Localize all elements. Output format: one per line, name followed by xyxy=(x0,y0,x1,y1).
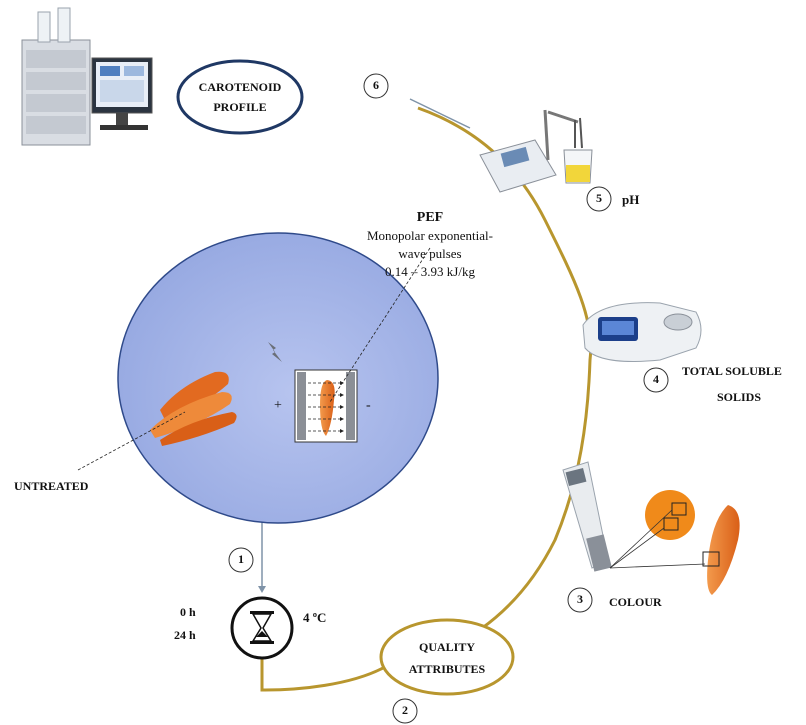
step-4-circle xyxy=(643,367,669,393)
pef-treatment-chamber xyxy=(294,369,358,443)
step-4-number: 4 xyxy=(653,372,659,386)
step-2-circle xyxy=(392,698,418,724)
arrow-down xyxy=(258,586,266,593)
step-3-number: 3 xyxy=(577,592,583,606)
colorimeter-image xyxy=(562,461,612,572)
lightning-icon xyxy=(268,342,282,362)
storage-hourglass-circle xyxy=(230,596,294,660)
step-5-circle xyxy=(586,186,612,212)
pef-line2: wave pulses xyxy=(398,246,462,261)
quality-label-line2: ATTRIBUTES xyxy=(408,662,486,676)
untreated-carrots-image xyxy=(150,371,237,446)
step-6-circle xyxy=(363,73,389,99)
pef-line1: Monopolar exponential- xyxy=(367,228,493,243)
carrot-zoom-box xyxy=(702,551,720,567)
carotenoid-label-line2: PROFILE xyxy=(213,100,267,114)
tss-label-line2: SOLIDS xyxy=(717,390,762,404)
swatch-zoom-box-2 xyxy=(663,517,679,531)
hourglass-icon xyxy=(250,611,274,644)
hplc-instrument-image xyxy=(21,7,153,146)
untreated-pointer-line xyxy=(77,411,186,471)
step-1-number: 1 xyxy=(238,552,244,566)
storage-temperature: 4 ºC xyxy=(303,610,327,625)
chamber-minus-sign: - xyxy=(366,398,371,413)
pef-pointer-line xyxy=(329,247,431,403)
colour-swatch xyxy=(645,490,695,540)
refractometer-image xyxy=(582,302,702,362)
step-6-number: 6 xyxy=(373,78,379,92)
swatch-zoom-box-1 xyxy=(671,502,687,516)
storage-time-24h: 24 h xyxy=(174,628,196,642)
quality-attributes-oval xyxy=(379,618,515,696)
carrot-colour-image xyxy=(707,505,740,595)
step-3-circle xyxy=(567,587,593,613)
step-1-circle xyxy=(228,547,254,573)
tss-label-line1: TOTAL SOLUBLE xyxy=(682,364,782,378)
colour-label: COLOUR xyxy=(609,595,662,609)
chamber-plus-sign: + xyxy=(274,398,282,413)
pef-title: PEF xyxy=(416,210,444,225)
step-circles xyxy=(228,73,669,724)
colour-pointer-lines xyxy=(609,509,706,569)
untreated-label: UNTREATED xyxy=(14,479,89,493)
carotenoid-label-line1: CAROTENOID xyxy=(198,80,282,94)
pef-treatment-circle xyxy=(117,232,439,524)
storage-time-0h: 0 h xyxy=(180,605,196,619)
step-5-number: 5 xyxy=(596,191,602,205)
ph-meter-image xyxy=(479,109,593,193)
connector-carotenoid xyxy=(409,98,471,129)
ph-label: pH xyxy=(622,192,640,207)
quality-label-line1: QUALITY xyxy=(418,640,475,654)
step-2-number: 2 xyxy=(402,703,408,717)
carotenoid-profile-oval xyxy=(176,59,304,135)
pef-line3: 0.14 – 3.93 kJ/kg xyxy=(385,264,475,279)
